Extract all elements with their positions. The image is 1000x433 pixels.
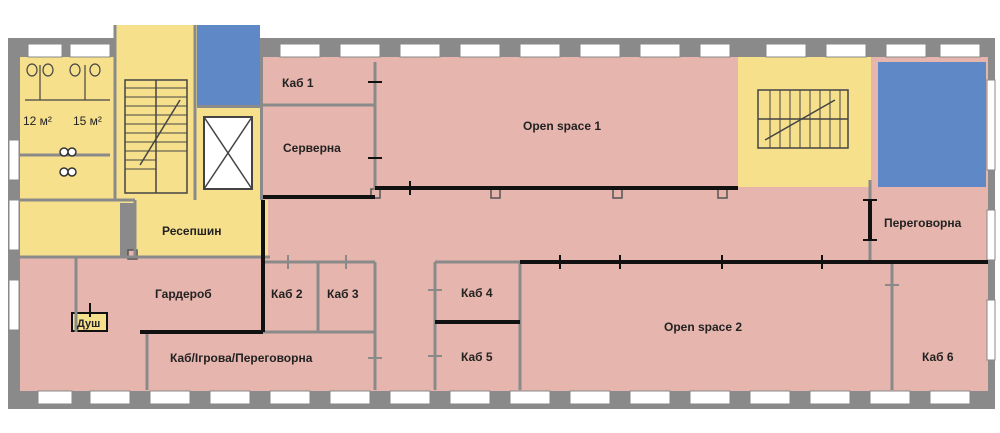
room-label-kab3: Каб 3	[327, 287, 359, 301]
windows-side	[8, 79, 996, 361]
room-label-kab5: Каб 5	[461, 350, 493, 364]
room-label-server: Серверна	[283, 141, 341, 155]
room-label-shower: Душ	[77, 318, 100, 330]
room-label-kab2: Каб 2	[271, 287, 303, 301]
stair-left-icon	[124, 79, 188, 194]
partitions-light	[20, 25, 894, 390]
partitions-bold	[140, 186, 988, 334]
blue-shaft-right	[878, 62, 986, 187]
room-label-kab-play-meeting: Каб/Ігрова/Переговорна	[170, 351, 313, 365]
blue-shaft-left	[197, 25, 260, 105]
door-marks	[89, 81, 877, 317]
wc-area-label-2: 15 м²	[73, 114, 102, 128]
room-label-wardrobe: Гардероб	[155, 287, 212, 301]
lobby-zone	[135, 200, 268, 257]
room-label-reception: Ресепшин	[162, 224, 221, 238]
room-label-meeting: Переговорна	[884, 216, 962, 230]
stair-right-zone	[738, 57, 871, 187]
room-label-open-space-2: Open space 2	[664, 320, 742, 334]
room-label-kab4: Каб 4	[461, 286, 493, 300]
toilet-icons	[25, 63, 110, 101]
office-floor-left	[20, 257, 270, 391]
windows-bottom	[37, 390, 971, 405]
windows-top	[27, 43, 981, 58]
room-label-kab6: Каб 6	[922, 350, 954, 364]
sink-icons	[59, 147, 77, 177]
room-label-open-space-1: Open space 1	[523, 119, 601, 133]
wc-area-label-1: 12 м²	[23, 114, 52, 128]
room-label-kab1: Каб 1	[282, 76, 314, 90]
door-marks-light	[287, 255, 899, 359]
wc-zone	[20, 57, 120, 257]
stair-right-icon	[757, 89, 849, 149]
